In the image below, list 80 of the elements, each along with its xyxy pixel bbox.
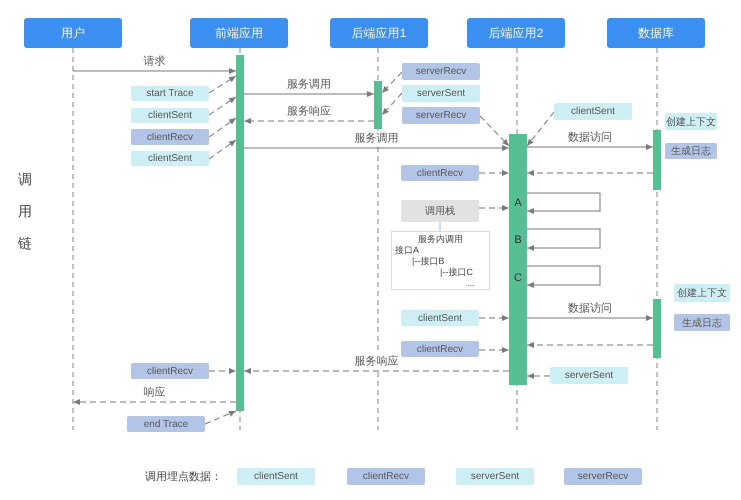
edge-label: 响应 xyxy=(142,384,168,400)
arrow xyxy=(526,373,550,379)
lifeline-header: 数据库 xyxy=(607,18,705,48)
note-text: ... xyxy=(467,278,475,289)
legend-title: 调用埋点数据： xyxy=(145,470,222,484)
legend-item: serverRecv xyxy=(564,468,642,485)
edge-label: 数据访问 xyxy=(566,300,614,316)
self-call-arrow xyxy=(526,192,600,214)
edge-label: 服务调用 xyxy=(352,130,400,146)
arrow xyxy=(72,399,236,405)
edge-label: 请求 xyxy=(142,54,168,68)
activation-bar xyxy=(374,81,382,129)
arrow xyxy=(526,170,654,176)
tracepoint-tag: clientRecv xyxy=(131,129,209,145)
arrow xyxy=(478,205,510,211)
tracepoint-tag: clientRecv xyxy=(401,165,479,181)
arrow xyxy=(244,118,374,124)
activation-bar xyxy=(509,134,527,385)
tracepoint-tag: end Trace xyxy=(127,416,205,432)
tracepoint-tag: serverRecv xyxy=(402,63,480,80)
edge-label: 服务响应 xyxy=(285,104,333,118)
side-title: 调用链 xyxy=(18,170,33,253)
tracepoint-tag: clientSent xyxy=(131,151,209,166)
tracepoint-tag: clientRecv xyxy=(401,341,479,357)
call-letter: B xyxy=(514,234,522,246)
note-box xyxy=(391,231,490,290)
self-call-arrow xyxy=(526,228,600,251)
legend-item: serverSent xyxy=(456,468,534,485)
arrow xyxy=(208,96,236,116)
activation-bar xyxy=(653,130,661,190)
activation-bar xyxy=(236,55,244,411)
note-text: 服务内调用 xyxy=(418,234,463,245)
self-call-arrow xyxy=(526,266,600,288)
arrow xyxy=(526,112,554,146)
arrow xyxy=(382,72,402,94)
arrow xyxy=(72,68,236,74)
edge-label: 数据访问 xyxy=(566,130,614,144)
tracepoint-tag: 创建上下文 xyxy=(665,113,717,130)
tracepoint-tag: clientSent xyxy=(554,103,632,120)
tracepoint-tag: clientSent xyxy=(131,108,209,123)
tracepoint-tag: serverSent xyxy=(550,367,628,384)
legend-item: clientSent xyxy=(237,468,315,485)
note-text: |--接口B xyxy=(412,256,444,267)
arrow xyxy=(208,140,236,160)
arrow xyxy=(208,368,236,374)
tracepoint-tag: clientSent xyxy=(401,310,479,326)
arrow xyxy=(526,342,654,348)
arrow xyxy=(382,92,402,116)
tracepoint-tag: clientRecv xyxy=(131,363,209,379)
tracepoint-tag: start Trace xyxy=(131,86,209,101)
arrow xyxy=(244,91,374,97)
note-text: |--接口C xyxy=(440,267,473,278)
arrow xyxy=(478,315,510,321)
tracepoint-tag: serverRecv xyxy=(402,107,480,124)
call-letter: C xyxy=(514,272,522,284)
arrow xyxy=(526,315,654,321)
lifeline-header: 前端应用 xyxy=(190,18,288,48)
call-letter: A xyxy=(514,197,522,209)
lifeline-header: 后端应用1 xyxy=(330,18,428,48)
tracepoint-tag: 生成日志 xyxy=(674,314,730,331)
activation-bar xyxy=(653,299,661,358)
tracepoint-tag: 创建上下文 xyxy=(674,284,730,302)
arrow xyxy=(208,118,236,138)
lifeline-header: 用户 xyxy=(24,18,122,48)
tracepoint-tag: serverSent xyxy=(402,85,480,102)
lifeline-header: 后端应用2 xyxy=(467,18,565,48)
arrow xyxy=(204,410,236,424)
legend-item: clientRecv xyxy=(347,468,425,485)
note-text: 接口A xyxy=(395,245,420,256)
arrow xyxy=(244,368,510,374)
arrow xyxy=(478,170,510,176)
tracepoint-tag: 生成日志 xyxy=(665,143,717,159)
edge-label: 服务调用 xyxy=(285,76,333,92)
arrow xyxy=(208,76,236,94)
arrow xyxy=(478,347,510,353)
arrow xyxy=(480,116,510,146)
call-stack-tag: 调用栈 xyxy=(401,200,479,222)
edge-label: 服务响应 xyxy=(352,354,400,368)
arrow xyxy=(244,145,510,151)
arrow xyxy=(526,144,654,150)
